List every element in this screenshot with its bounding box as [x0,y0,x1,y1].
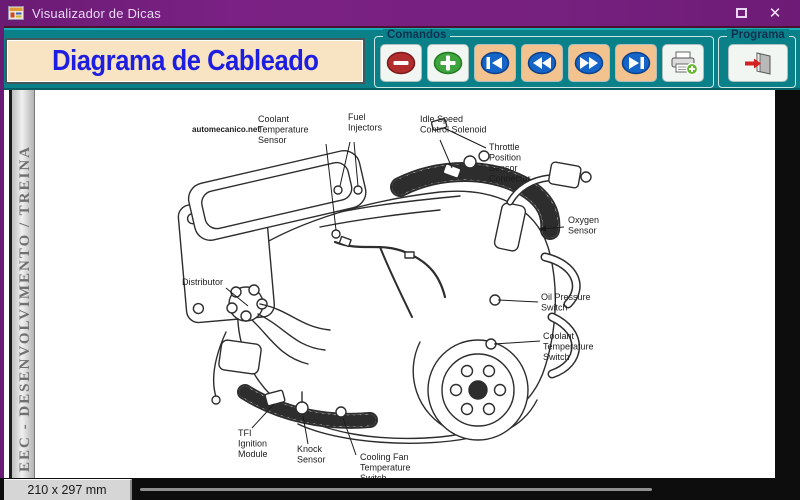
command-button-row [380,44,704,82]
comandos-groupbox: Comandos [374,29,714,88]
label-leader-line [251,403,275,429]
diagram-artwork: automecanico.netCoolantTemperatureSensor… [177,112,599,478]
exhaust-flex [237,384,378,429]
programa-label: Programa [727,29,789,41]
titlebar-divider [0,26,800,28]
close-icon: ✕ [768,4,782,22]
skip-first-icon [480,51,510,75]
label-leader-line [339,141,351,187]
vertical-scrollbar[interactable] [775,90,800,500]
fast-forward-icon [574,51,604,75]
minus-circle-icon [386,51,416,75]
label-leader-line [302,415,309,445]
window-title: Visualizador de Dicas [32,5,161,21]
command-band: Diagrama de Cableado Comandos [0,28,800,90]
title-bar[interactable]: Visualizador de Dicas ✕ [0,0,800,26]
label-leader-line [325,143,337,231]
print-button[interactable] [662,44,704,82]
maximize-button[interactable] [724,2,758,24]
app-icon [8,6,24,20]
label-leader-line [353,141,359,187]
label-leader-line [497,299,539,303]
label-leader-line [342,417,357,456]
page-size-text: 210 x 297 mm [27,483,107,497]
close-button[interactable]: ✕ [758,2,792,24]
status-bar: 210 x 297 mm [0,478,800,500]
horizontal-scrollbar-thumb[interactable] [140,488,652,491]
previous-button[interactable] [521,44,563,82]
programa-groupbox: Programa [718,29,796,88]
page-title: Diagrama de Cableado [51,44,319,77]
last-button[interactable] [615,44,657,82]
page-title-box: Diagrama de Cableado [5,38,365,84]
label-leader-line [439,139,453,169]
comandos-label: Comandos [383,29,451,41]
page-size-indicator: 210 x 297 mm [4,479,132,500]
skip-last-icon [621,51,651,75]
engine-sketch [177,118,592,444]
next-button[interactable] [568,44,610,82]
diagram-label: Distributor [182,277,223,287]
rewind-icon [527,51,557,75]
banner-text: EEC - DESENVOLVIMENTO / TREINA [17,145,33,472]
label-leader-line [539,225,565,232]
window-left-border [0,26,4,500]
intake-duct [390,162,561,240]
exit-button[interactable] [728,44,788,82]
plus-circle-icon [433,51,463,75]
label-leader-line [225,287,249,307]
watermark: automecanico.net [192,125,260,134]
exit-door-icon [745,52,771,75]
label-leader-line [443,127,487,149]
remove-button[interactable] [380,44,422,82]
printer-add-icon [671,51,698,76]
maximize-icon [735,8,747,18]
label-leader-line [493,340,541,345]
first-button[interactable] [474,44,516,82]
add-button[interactable] [427,44,469,82]
vertical-banner [9,90,35,478]
